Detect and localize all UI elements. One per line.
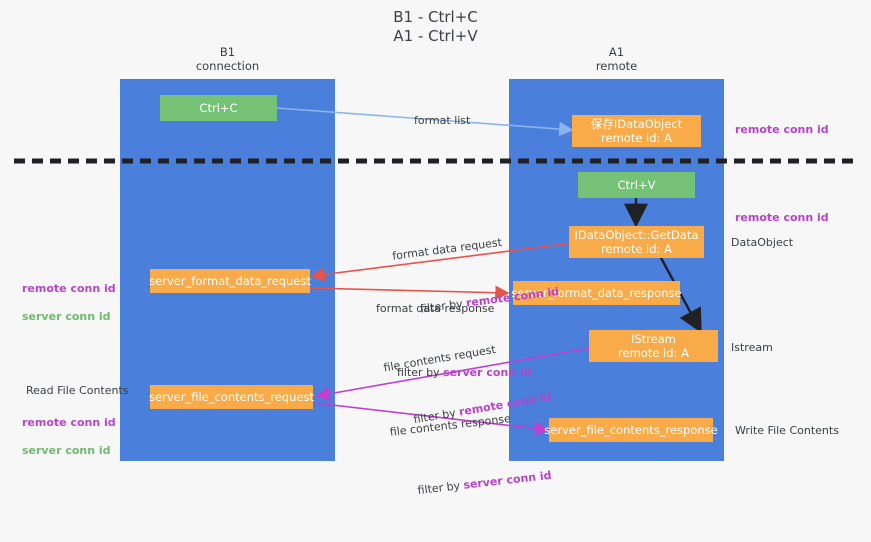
- right-label-write-file-contents: Write File Contents: [735, 424, 839, 437]
- diagram-canvas: B1 - Ctrl+C A1 - Ctrl+V B1 connection A1…: [14, 8, 860, 497]
- node-ctrl-c[interactable]: Ctrl+C: [160, 95, 277, 121]
- right-label-remote-conn-id-top: remote conn id: [735, 123, 829, 136]
- edge-label-format-list: format list: [400, 100, 470, 142]
- column-header-b1-sub: connection: [195, 59, 260, 73]
- left-label-server-conn-id-mid: server conn id: [22, 310, 111, 323]
- node-ctrl-v-label: Ctrl+V: [617, 178, 656, 192]
- left-label-server-conn-id-bottom: server conn id: [22, 444, 111, 457]
- node-server-file-contents-response-label: server_file_contents_response: [544, 423, 718, 437]
- left-label-remote-conn-id-bottom: remote conn id: [22, 416, 116, 429]
- edge-label-file-contents-response-text: file contents response: [389, 412, 512, 439]
- node-idataobject-getdata[interactable]: IDataObject::GetData remote id: A: [569, 226, 704, 258]
- edge-label-file-contents-request-text: file contents request: [382, 342, 497, 375]
- edge-label-format-data-response: format data response filter by server co…: [376, 274, 532, 422]
- right-label-istream: Istream: [731, 341, 773, 354]
- node-server-format-data-response-label: server_format_data_response: [511, 286, 682, 300]
- filter-prefix: filter by: [396, 366, 444, 379]
- node-ctrl-v[interactable]: Ctrl+V: [578, 172, 695, 198]
- column-header-a1: A1 remote: [509, 45, 724, 73]
- node-server-format-data-request-label: server_format_data_request: [149, 274, 311, 288]
- node-server-file-contents-request[interactable]: server_file_contents_request: [149, 385, 314, 409]
- left-label-remote-conn-id-mid: remote conn id: [22, 282, 116, 295]
- node-server-format-data-response[interactable]: server_format_data_response: [511, 281, 682, 305]
- node-istream-label: IStream remote id: A: [618, 332, 689, 360]
- filter-key: server conn id: [462, 468, 553, 492]
- column-header-b1: B1 connection: [120, 45, 335, 73]
- node-server-file-contents-request-label: server_file_contents_request: [149, 390, 314, 404]
- edge-label-file-contents-response: file contents response filter by server …: [386, 380, 557, 542]
- column-header-b1-name: B1: [219, 45, 236, 59]
- node-server-file-contents-response[interactable]: server_file_contents_response: [544, 418, 718, 442]
- node-server-format-data-request[interactable]: server_format_data_request: [149, 269, 311, 293]
- edge-label-format-list-text: format list: [414, 114, 471, 127]
- node-save-idataobject[interactable]: 保存IDataObject remote id: A: [572, 115, 701, 147]
- filter-key: server conn id: [443, 366, 532, 379]
- left-label-conn-ids-mid: remote conn id server conn id: [22, 268, 116, 338]
- node-idataobject-getdata-label: IDataObject::GetData remote id: A: [574, 228, 699, 256]
- node-save-idataobject-label: 保存IDataObject remote id: A: [590, 117, 683, 145]
- page-title: B1 - Ctrl+C A1 - Ctrl+V: [393, 8, 478, 45]
- column-header-a1-name: A1: [608, 45, 625, 59]
- node-istream[interactable]: IStream remote id: A: [589, 330, 718, 362]
- left-label-conn-ids-bottom: remote conn id server conn id: [22, 402, 116, 472]
- edge-label-format-data-response-filter: filter by server conn id: [376, 352, 532, 394]
- edge-label-file-contents-response-filter: filter by server conn id: [394, 455, 553, 514]
- right-label-remote-conn-id-mid: remote conn id: [735, 211, 829, 224]
- filter-prefix: filter by: [416, 478, 465, 497]
- edge-label-format-data-request-text: format data request: [391, 235, 503, 263]
- edge-label-format-data-response-text: format data response: [376, 302, 495, 315]
- left-label-read-file-contents: Read File Contents: [26, 384, 129, 397]
- node-ctrl-c-label: Ctrl+C: [199, 101, 238, 115]
- column-header-a1-sub: remote: [595, 59, 638, 73]
- right-label-dataobject: DataObject: [731, 236, 794, 249]
